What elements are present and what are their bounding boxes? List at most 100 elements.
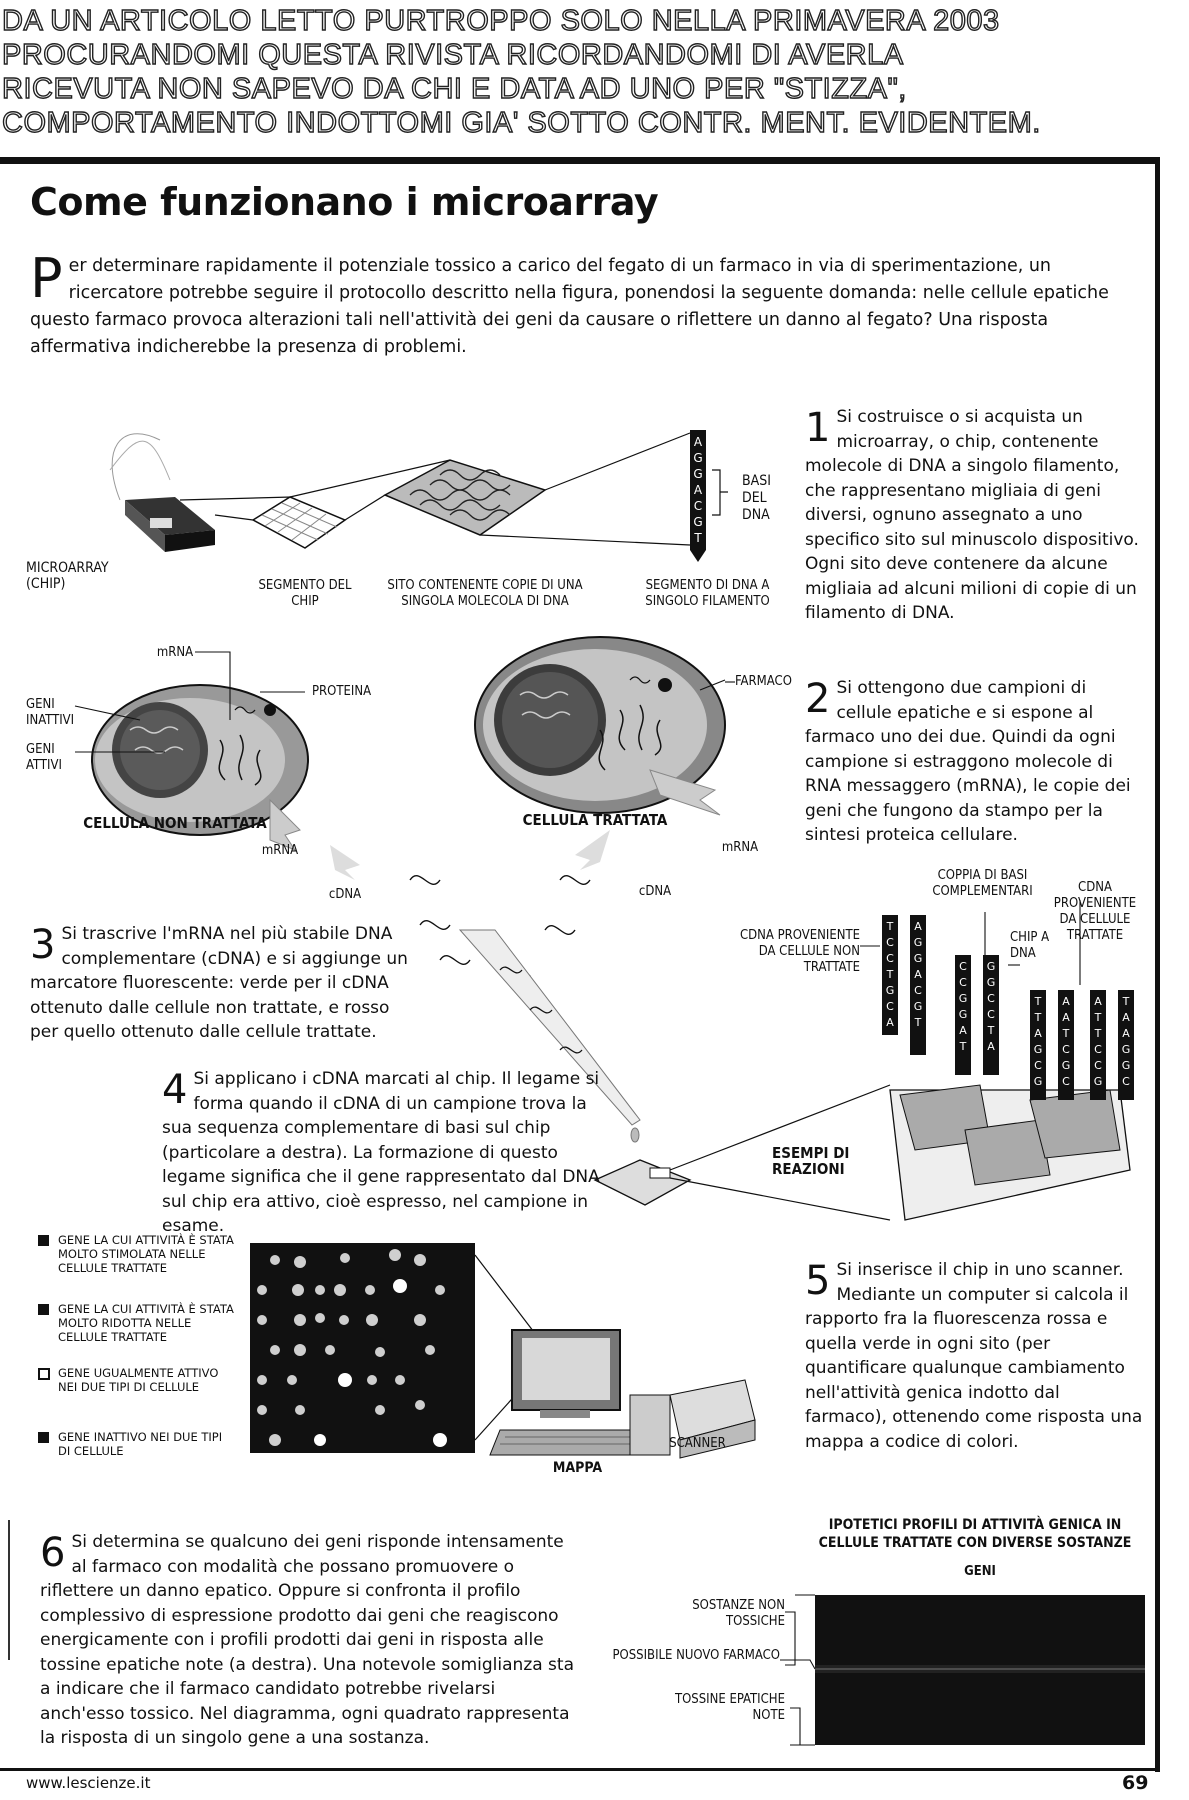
svg-text:T: T: [1122, 995, 1130, 1008]
svg-text:C: C: [987, 992, 995, 1005]
svg-text:C: C: [1034, 1059, 1042, 1072]
svg-text:C: C: [886, 1000, 894, 1013]
step-5-number: 5: [805, 1262, 830, 1300]
step-1-text: 1Si costruisce o si acquista un microarr…: [805, 405, 1145, 626]
legend-square-icon: [38, 1432, 49, 1443]
svg-text:A: A: [1094, 995, 1102, 1008]
step-6-body: Si determina se qualcuno dei geni rispon…: [40, 1532, 574, 1748]
svg-text:A: A: [987, 1040, 995, 1053]
label-segment-dna: SEGMENTO DI DNA A SINGOLO FILAMENTO: [625, 578, 790, 610]
svg-text:G: G: [1062, 1059, 1071, 1072]
svg-text:G: G: [1034, 1075, 1043, 1088]
profiles-heatmap-drawing: [780, 1595, 1145, 1745]
label-cdna-treated: cDNA PROVENIENTE DA CELLULE TRATTATE: [1045, 880, 1145, 944]
label-proteina: PROTEINA: [312, 684, 402, 700]
svg-text:A: A: [1062, 1011, 1070, 1024]
svg-text:G: G: [1034, 1043, 1043, 1056]
svg-text:T: T: [987, 1024, 995, 1037]
svg-text:A: A: [1034, 1027, 1042, 1040]
svg-text:G: G: [886, 984, 895, 997]
svg-text:T: T: [1094, 1011, 1102, 1024]
label-dna-bases: BASI DEL DNA: [742, 473, 792, 524]
svg-text:A: A: [914, 968, 922, 981]
legend-item-reduced: GENE LA CUI ATTIVITÀ È STATA MOLTO RIDOT…: [38, 1302, 238, 1344]
svg-text:A: A: [1122, 1027, 1130, 1040]
label-cdna-left: cDNA: [320, 887, 370, 903]
step-1-number: 1: [805, 409, 830, 447]
svg-text:T: T: [959, 1040, 967, 1053]
svg-text:A: A: [1062, 995, 1070, 1008]
svg-text:G: G: [987, 976, 996, 989]
label-cdna-untreated: cDNA PROVENIENTE DA CELLULE NON TRATTATE: [720, 928, 860, 976]
step-4-body: Si applicano i cDNA marcati al chip. Il …: [162, 1069, 600, 1236]
svg-text:G: G: [693, 451, 702, 465]
svg-text:A: A: [959, 1024, 967, 1037]
svg-text:G: G: [1122, 1043, 1131, 1056]
treated-cell-drawing: [475, 637, 725, 815]
step-3-number: 3: [30, 926, 55, 964]
svg-text:A: A: [1122, 1011, 1130, 1024]
label-microarray: MICROARRAY (CHIP): [26, 560, 136, 592]
label-chip-dna: CHIP A DNA: [1010, 930, 1055, 962]
label-mrna-top: mRNA: [150, 645, 200, 661]
label-coppia-basi: COPPIA DI BASI COMPLEMENTARI: [920, 868, 1045, 900]
step-6-number: 6: [40, 1534, 65, 1572]
svg-text:T: T: [1094, 1027, 1102, 1040]
svg-text:C: C: [886, 952, 894, 965]
svg-text:G: G: [693, 467, 702, 481]
svg-text:T: T: [886, 920, 894, 933]
label-esempi: ESEMPI DI REAZIONI: [772, 1145, 882, 1177]
svg-text:G: G: [959, 1008, 968, 1021]
svg-text:C: C: [959, 960, 967, 973]
svg-text:C: C: [959, 976, 967, 989]
computer-drawing: [490, 1330, 670, 1455]
svg-text:G: G: [693, 515, 702, 529]
profiles-title: IPOTETICI PROFILI DI ATTIVITÀ GENICA IN …: [810, 1516, 1140, 1552]
svg-text:A: A: [886, 1016, 894, 1029]
svg-text:T: T: [914, 1016, 922, 1029]
legend-item-stimulated: GENE LA CUI ATTIVITÀ È STATA MOLTO STIMO…: [38, 1233, 238, 1275]
svg-text:G: G: [959, 992, 968, 1005]
label-mrna-left: mRNA: [255, 843, 305, 859]
footer-url: www.lescienze.it: [26, 1774, 150, 1792]
microarray-chip-drawing: [110, 434, 215, 552]
dna-strand-drawing: A G G A C G T: [690, 430, 728, 562]
svg-text:C: C: [1094, 1059, 1102, 1072]
label-segment-chip: SEGMENTO DEL CHIP: [255, 578, 355, 610]
svg-text:A: A: [694, 483, 703, 497]
label-geni-inattivi: GENI INATTIVI: [26, 697, 81, 729]
label-treated-cell: CELLULA TRATTATA: [515, 812, 675, 828]
label-mappa: MAPPA: [540, 1460, 615, 1476]
step-1-body: Si costruisce o si acquista un microarra…: [805, 407, 1139, 623]
step-5-text: 5Si inserisce il chip in uno scanner. Me…: [805, 1258, 1145, 1454]
label-possibile-farmaco: POSSIBILE NUOVO FARMACO: [585, 1648, 780, 1664]
label-farmaco: FARMACO: [735, 674, 815, 690]
svg-text:C: C: [1062, 1043, 1070, 1056]
legend-text: GENE LA CUI ATTIVITÀ È STATA MOLTO STIMO…: [58, 1233, 238, 1275]
svg-text:T: T: [886, 968, 894, 981]
legend-square-icon: [38, 1235, 49, 1246]
label-site-copies: SITO CONTENENTE COPIE DI UNA SINGOLA MOL…: [375, 578, 595, 610]
svg-text:G: G: [1122, 1059, 1131, 1072]
step-4-text: 4Si applicano i cDNA marcati al chip. Il…: [162, 1067, 612, 1239]
svg-text:T: T: [693, 531, 702, 545]
svg-text:A: A: [694, 435, 703, 449]
svg-text:G: G: [987, 960, 996, 973]
label-sostanze-non-tossiche: SOSTANZE NON TOSSICHE: [680, 1598, 785, 1630]
legend-item-equal: GENE UGUALMENTE ATTIVO NEI DUE TIPI DI C…: [38, 1366, 238, 1394]
label-tossine-note: TOSSINE EPATICHE NOTE: [670, 1692, 785, 1724]
svg-text:C: C: [694, 499, 702, 513]
step-2-body: Si ottengono due campioni di cellule epa…: [805, 678, 1131, 845]
step-2-number: 2: [805, 680, 830, 718]
page-number: 69: [1122, 1772, 1148, 1794]
svg-text:G: G: [1094, 1075, 1103, 1088]
legend-item-inactive: GENE INATTIVO NEI DUE TIPI DI CELLULE: [38, 1430, 238, 1458]
svg-text:C: C: [886, 936, 894, 949]
expression-map-drawing: [250, 1243, 540, 1453]
legend-square-icon: [38, 1304, 49, 1315]
svg-text:G: G: [914, 936, 923, 949]
legend-square-icon: [38, 1368, 50, 1380]
svg-text:C: C: [1062, 1075, 1070, 1088]
legend-text: GENE UGUALMENTE ATTIVO NEI DUE TIPI DI C…: [58, 1366, 238, 1394]
legend-text: GENE INATTIVO NEI DUE TIPI DI CELLULE: [58, 1430, 238, 1458]
